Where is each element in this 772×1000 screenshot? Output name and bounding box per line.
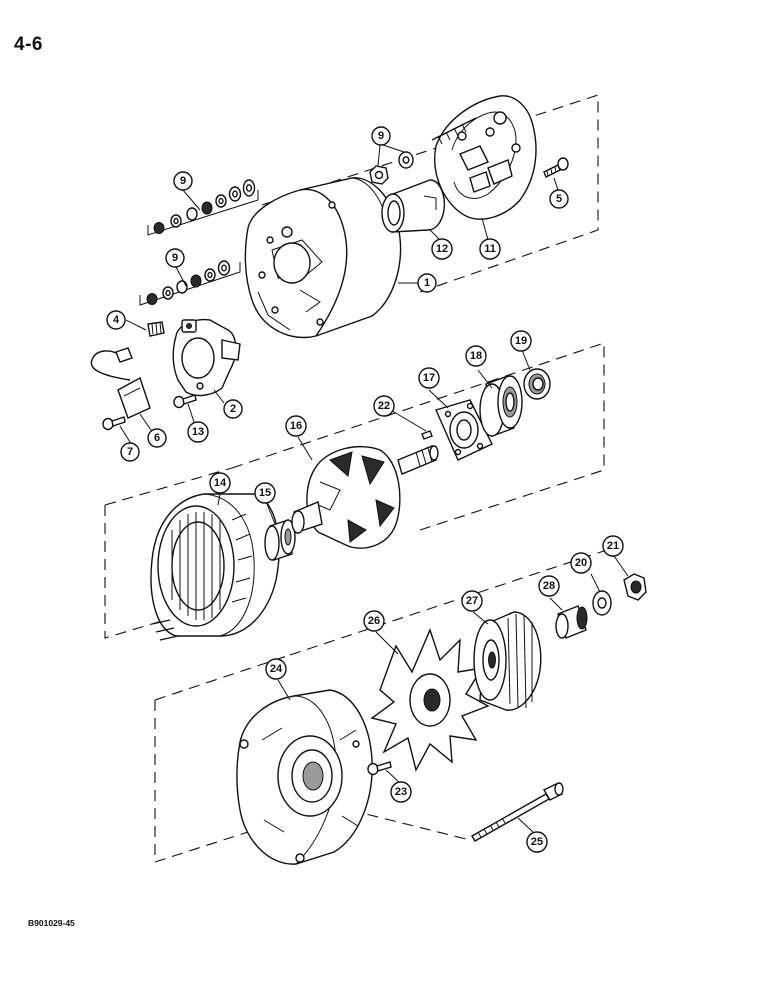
callout-25-label: 25 [531,836,543,848]
callout-23-label: 23 [395,786,407,798]
callout-1: 1 [417,273,437,293]
callout-28: 28 [538,575,560,597]
callout-18: 18 [465,345,487,367]
front-bearing [479,375,523,437]
callout-25: 25 [526,831,548,853]
page-number: 4-6 [14,34,43,55]
callout-21: 21 [602,535,624,557]
callout-11-label: 11 [484,243,496,255]
callout-5: 5 [549,189,569,209]
callout-12-label: 12 [436,243,448,255]
callout-4-label: 4 [113,314,120,326]
regulator [172,318,241,397]
nut-washer-top [369,151,414,185]
callout-15-label: 15 [259,487,271,499]
callout-24: 24 [265,658,287,680]
callout-17-label: 17 [423,372,435,384]
callout-28-label: 28 [543,580,555,592]
rear-housing [244,177,402,339]
callout-2: 2 [223,399,243,419]
callout-22: 22 [373,395,395,417]
nut-21 [623,573,647,601]
callout-11: 11 [479,238,501,260]
callout-19: 19 [510,330,532,352]
callout-14: 14 [209,472,231,494]
callout-23: 23 [390,781,412,803]
washer-stack-lower [139,260,241,306]
group-frame-top [261,94,599,293]
callout-13: 13 [187,421,209,443]
rotor [291,445,439,549]
drive-end-housing [236,689,373,865]
callout-9-lower: 9 [165,248,185,268]
callout-13-label: 13 [192,426,204,438]
rectifier-plate [431,95,537,220]
group-frame-bottom [154,544,623,863]
callout-9-upper-label: 9 [180,175,186,187]
seal [523,368,551,400]
callout-6-label: 6 [154,432,160,444]
callout-16-label: 16 [290,420,302,432]
callout-20-label: 20 [575,557,587,569]
callout-16: 16 [285,415,307,437]
callout-27-label: 27 [466,595,478,607]
callout-26: 26 [363,610,385,632]
stator [150,493,280,641]
callout-15: 15 [254,482,276,504]
retainer-plate [435,399,493,461]
spacer [555,605,588,639]
callout-1-label: 1 [424,277,430,289]
callout-6: 6 [147,428,167,448]
callout-21-label: 21 [607,540,619,552]
wire-lead [90,347,151,419]
callout-2-label: 2 [230,403,236,415]
pulley [473,611,542,711]
callout-9-top: 9 [371,126,391,146]
bearing-15 [264,519,296,561]
washer-stack-upper [147,179,259,236]
callout-7: 7 [120,442,140,462]
callout-17: 17 [418,367,440,389]
callout-9-upper: 9 [173,171,193,191]
figure-code: B901029-45 [28,918,75,928]
screw-23 [367,761,392,776]
callout-4: 4 [106,310,126,330]
callout-7-label: 7 [127,446,133,458]
screw-13 [173,394,197,409]
screw-7 [102,416,126,431]
callout-20: 20 [570,552,592,574]
callout-24-label: 24 [270,663,283,675]
callout-26-label: 26 [368,615,380,627]
screw-5 [543,157,569,178]
callout-27: 27 [461,590,483,612]
callout-22-label: 22 [378,400,390,412]
callout-18-label: 18 [470,350,482,362]
callout-14-label: 14 [214,477,227,489]
callout-5-label: 5 [556,193,562,205]
lock-washer [592,590,612,616]
through-bolt [471,782,564,842]
fan [370,628,490,772]
brush-spring [147,321,165,337]
callout-9-top-label: 9 [378,130,384,142]
callout-9-lower-label: 9 [172,252,178,264]
callout-12: 12 [431,238,453,260]
key [421,430,433,440]
leader-lines [119,144,629,833]
callout-19-label: 19 [515,335,527,347]
bearing-sleeve [381,179,446,233]
